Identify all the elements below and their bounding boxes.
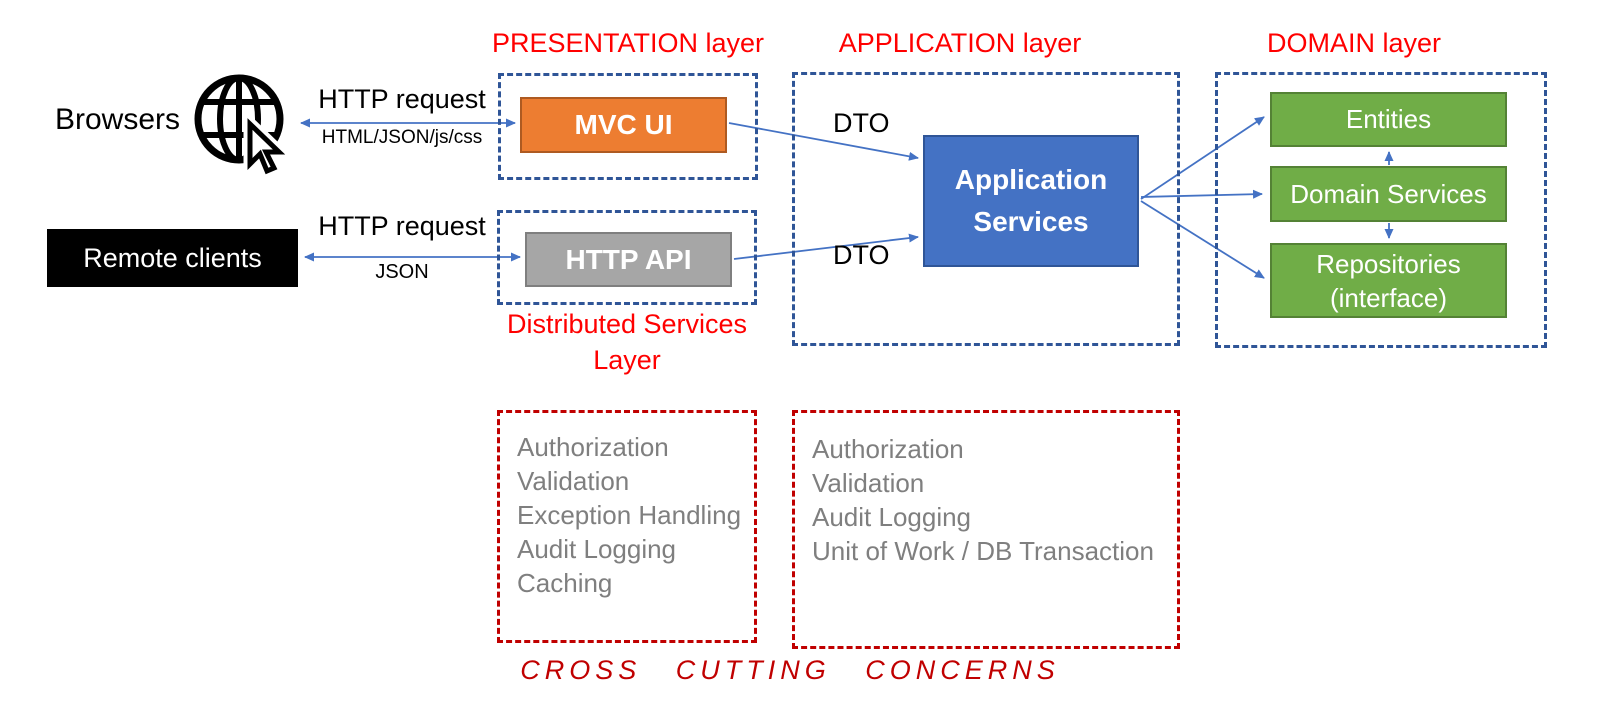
repositories-box: Repositories (interface) [1270,243,1507,318]
browser-channel-label: HTTP request [318,84,486,114]
remote-channel-label: HTTP request [318,211,486,241]
browsers-label: Browsers [55,103,181,136]
concern-item: Validation [517,466,630,496]
domain-layer-box [1215,72,1547,348]
browser-channel-sublabel: HTML/JSON/js/css [321,127,483,148]
distributed-services-layer-box [497,210,757,305]
entities-label: Entities [1345,104,1432,134]
domain-layer-title: DOMAIN layer [1266,28,1442,58]
entities-box: Entities [1270,92,1507,147]
dto-label-lower: DTO [833,240,890,270]
presentation-layer-title: PRESENTATION layer [491,28,765,58]
remote-clients-box: Remote clients [47,229,298,287]
distributed-title-line1: Distributed Services [506,309,748,339]
cross-cutting-concerns-title: CROSS CUTTING CONCERNS [520,655,1060,685]
concern-item: Authorization [812,434,964,464]
application-services-box: Application Services [923,135,1139,267]
globe-pointer-icon [194,74,286,178]
application-services-line1: Application [954,164,1108,195]
remote-clients-label: Remote clients [83,242,262,273]
distributed-concerns-box [497,410,757,643]
presentation-layer-box [498,73,758,180]
concern-item: Validation [812,468,925,498]
domain-services-label: Domain Services [1290,178,1487,209]
application-layer-title: APPLICATION layer [838,28,1082,58]
application-layer-box [792,72,1180,346]
mvc-ui-box: MVC UI [520,97,727,153]
http-api-box: HTTP API [525,232,732,287]
distributed-services-layer-title: Distributed Services Layer [467,306,787,378]
concern-item: Authorization [517,432,669,462]
http-api-label: HTTP API [565,243,692,275]
remote-channel-sublabel: JSON [375,261,429,283]
concern-item: Audit Logging [517,534,677,564]
domain-services-box: Domain Services [1270,166,1507,222]
application-concerns-box [792,410,1180,649]
distributed-title-line2: Layer [593,345,661,375]
concern-item: Unit of Work / DB Transaction [812,536,1154,566]
concern-item: Exception Handling [517,500,742,530]
concern-item: Caching [517,568,613,598]
application-services-line2: Services [973,206,1089,237]
repositories-label: Repositories (interface) [1316,248,1461,313]
concern-item: Audit Logging [812,502,972,532]
dto-label-upper: DTO [833,108,890,138]
mvc-ui-label: MVC UI [574,109,673,140]
